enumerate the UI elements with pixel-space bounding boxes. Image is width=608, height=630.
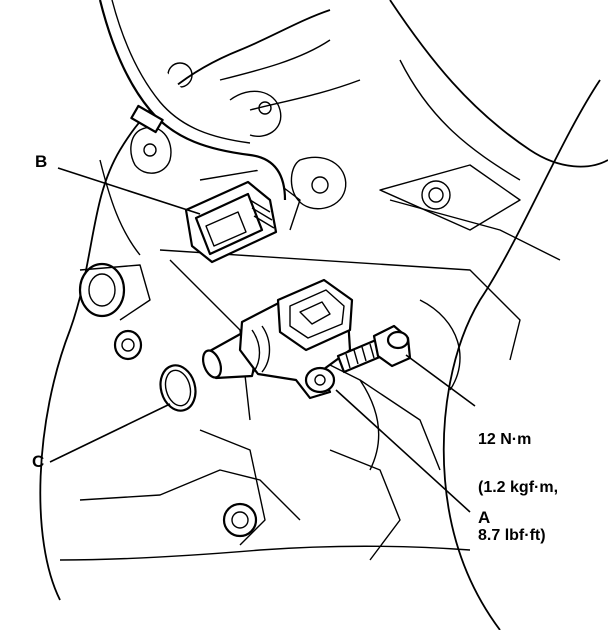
connector-b [184,180,278,264]
torque-line-3: 8.7 lbf·ft) [478,527,546,544]
leader-b [57,167,201,215]
leader-a [335,389,471,513]
bolt [336,324,412,374]
callout-a-label: A [478,508,491,527]
callout-b-label: B [35,152,48,171]
torque-line-1: 12 N·m [478,431,532,448]
leader-lines [49,167,476,513]
callout-c-label: C [32,452,45,471]
leader-torque [405,354,476,407]
o-ring-c [159,364,197,412]
leader-c [49,403,171,463]
engine-housing [39,0,608,630]
torque-spec: 12 N·m (1.2 kgf·m, 8.7 lbf·ft) [478,400,558,576]
sensor-a [201,278,354,400]
torque-line-2: (1.2 kgf·m, [478,479,559,496]
wire-harness [98,0,287,201]
